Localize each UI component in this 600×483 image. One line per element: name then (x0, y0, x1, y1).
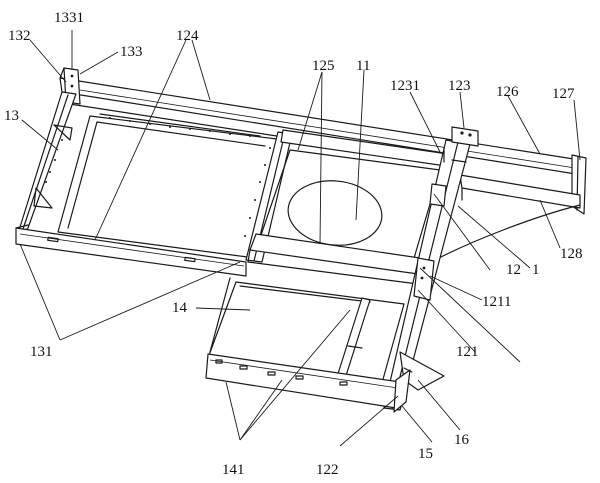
label-1331: 1331 (54, 10, 84, 26)
right-lower-beam (459, 174, 581, 209)
label-123: 123 (448, 78, 471, 94)
bottom-gusset (393, 351, 445, 413)
label-121: 121 (456, 344, 479, 360)
reference-labels: 1331 132 133 124 125 11 1231 123 126 127… (4, 10, 583, 478)
top-right-bracket (443, 126, 479, 163)
inner-left-frame (57, 113, 286, 259)
label-122: 122 (316, 462, 339, 478)
label-133: 133 (120, 44, 143, 60)
side-plate (429, 183, 447, 207)
label-13: 13 (4, 108, 19, 124)
lower-cross-bar (247, 233, 421, 285)
label-14: 14 (172, 300, 188, 316)
label-16: 16 (454, 432, 470, 448)
label-132: 132 (8, 28, 31, 44)
label-125: 125 (312, 58, 335, 74)
label-124: 124 (176, 28, 199, 44)
label-1211: 1211 (482, 294, 511, 310)
mid-right-bracket (413, 257, 435, 301)
label-126: 126 (496, 84, 519, 100)
label-11: 11 (356, 58, 370, 74)
rivet-dots (109, 117, 271, 237)
leader-lines (19, 30, 581, 447)
tray-divider (335, 297, 371, 383)
label-127: 127 (552, 86, 575, 102)
label-15: 15 (418, 446, 433, 462)
label-131: 131 (30, 344, 53, 360)
label-141: 141 (222, 462, 245, 478)
label-1: 1 (532, 262, 540, 278)
front-bottom-beam (15, 224, 247, 277)
label-128: 128 (560, 246, 583, 262)
front-lower-rail (205, 353, 401, 409)
label-1231: 1231 (390, 78, 420, 94)
label-12: 12 (506, 262, 521, 278)
left-side-member (15, 91, 77, 241)
